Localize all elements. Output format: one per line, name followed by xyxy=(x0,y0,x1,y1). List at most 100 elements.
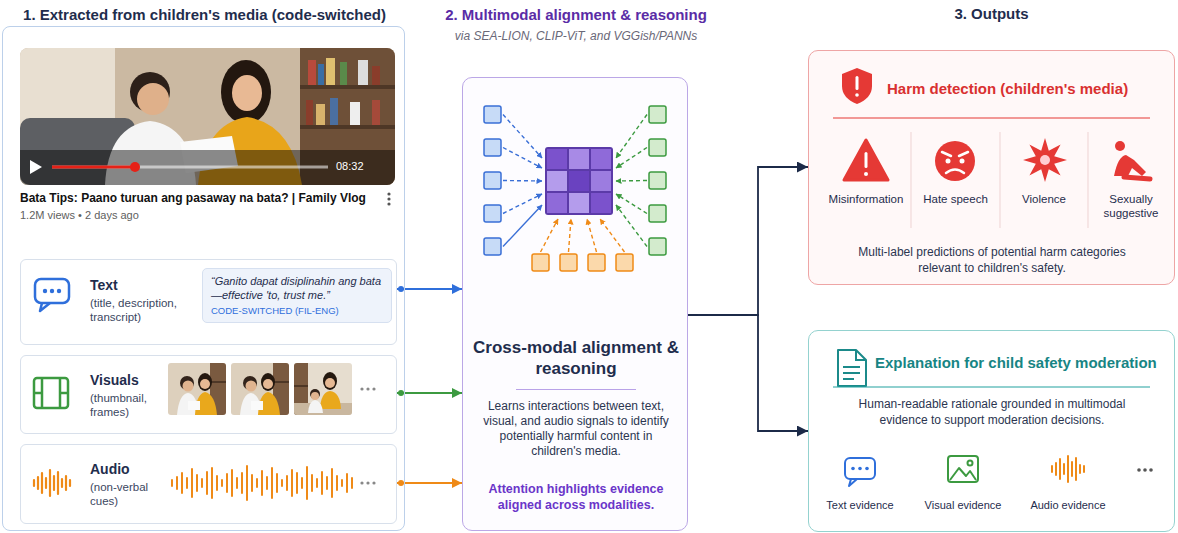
video-thumbnail xyxy=(306,100,313,125)
attention-arrow xyxy=(503,148,542,169)
text-icon xyxy=(57,289,61,293)
person-icon xyxy=(1115,141,1125,151)
angry-face-icon xyxy=(946,159,951,164)
attention-grid xyxy=(591,171,611,191)
video-thumbnail xyxy=(308,60,316,85)
video-thumbnail xyxy=(20,48,395,185)
visual-evidence-icon xyxy=(968,461,973,466)
violence-icon xyxy=(1040,155,1050,165)
text-column: Cross-modal alignment & reasoningLearns … xyxy=(473,337,679,513)
menu-dots xyxy=(387,197,390,200)
violence-icon xyxy=(1023,138,1067,182)
attention-arrow xyxy=(503,115,542,247)
text-icon xyxy=(43,289,47,293)
title-rule xyxy=(833,117,1150,118)
audio-waveform xyxy=(172,466,352,500)
input-tokens xyxy=(532,254,633,271)
row-caption: (non-verbal cues) xyxy=(90,480,170,508)
input-tokens xyxy=(484,106,501,255)
video-thumbnail xyxy=(300,125,395,129)
video-thumbnail xyxy=(221,60,271,124)
modality-row: Visuals(thumbnail, frames) xyxy=(20,355,397,434)
box-description: Learns interactions between text, visual… xyxy=(473,399,679,459)
text-icon xyxy=(35,279,69,311)
angry-face-icon xyxy=(946,170,964,174)
document-icon xyxy=(843,367,860,379)
document-icon xyxy=(838,350,866,386)
category-label: Violence xyxy=(1000,192,1088,206)
connector-dot xyxy=(398,390,404,396)
video-thumbnail xyxy=(340,62,347,85)
menu-dots xyxy=(387,202,390,205)
text-evidence-icon xyxy=(865,467,869,471)
attention-arrow xyxy=(616,148,647,169)
section-heading: 2. Multimodal alignment & reasoning xyxy=(421,6,731,25)
document-icon xyxy=(838,350,866,386)
connector-dot xyxy=(398,286,404,292)
visual-evidence-icon xyxy=(950,468,976,480)
column-divider xyxy=(1000,132,1001,228)
video-thumbnail xyxy=(20,48,395,185)
column-divider xyxy=(1088,132,1089,228)
video-thumbnail xyxy=(52,166,135,169)
ellipsis-dots xyxy=(1137,468,1141,472)
ellipsis-dots xyxy=(1143,468,1147,472)
attention-grid xyxy=(569,149,589,169)
attention-arrow xyxy=(616,115,647,159)
attention-arrow xyxy=(503,180,542,182)
menu-dots xyxy=(387,192,390,195)
input-tokens xyxy=(484,139,501,156)
attention-grid xyxy=(545,147,613,215)
ellipsis-dots xyxy=(372,387,375,390)
title-rule xyxy=(833,386,1150,387)
menu-dots xyxy=(387,192,390,205)
person-icon xyxy=(1124,177,1150,179)
connector-arrow xyxy=(397,392,462,394)
visuals-icon xyxy=(34,378,68,408)
language-tag: CODE-SWITCHED (FIL-ENG) xyxy=(211,305,383,316)
attention-arrow xyxy=(569,219,572,252)
input-tokens xyxy=(649,106,666,255)
text-evidence-icon xyxy=(851,467,855,471)
video-thumbnail xyxy=(316,104,325,125)
video-frames xyxy=(231,363,289,415)
warning-icon xyxy=(844,140,888,180)
visuals-icon xyxy=(34,392,42,395)
person-icon xyxy=(1114,155,1146,176)
category-label: Sexually suggestive xyxy=(1090,192,1172,220)
text-icon xyxy=(35,279,69,303)
video-title: Bata Tips: Paano turuan ang pasaway na b… xyxy=(20,191,382,206)
modality-row: Audio(non-verbal cues) xyxy=(20,444,397,524)
input-tokens xyxy=(649,205,666,222)
attention-grid xyxy=(545,147,613,215)
attention-grid xyxy=(591,149,611,169)
document-icon xyxy=(856,350,866,360)
angry-face-icon xyxy=(935,141,975,181)
modality-row: Text(title, description, transcript)“Gan… xyxy=(20,259,397,345)
angry-face-icon xyxy=(942,152,968,156)
shield-icon xyxy=(855,93,859,97)
video-thumbnail xyxy=(326,58,335,85)
divider-line xyxy=(516,389,636,390)
shield-icon xyxy=(842,68,872,104)
column-divider xyxy=(911,132,1088,228)
box-note: Attention highlights evidence aligned ac… xyxy=(473,481,679,513)
video-thumbnail xyxy=(137,83,169,115)
visual-evidence-icon xyxy=(948,456,978,482)
attention-arrow xyxy=(616,180,647,182)
attention-arrow xyxy=(503,205,542,247)
category-label: Hate speech xyxy=(911,192,1000,206)
video-thumbnail xyxy=(232,75,262,111)
input-tokens xyxy=(532,254,549,271)
input-tokens xyxy=(484,238,501,255)
input-tokens xyxy=(484,205,501,222)
panel-tint xyxy=(808,50,1175,285)
video-thumbnail xyxy=(350,102,360,125)
warning-icon xyxy=(844,140,888,180)
connector-dot xyxy=(398,480,404,486)
evidence-label: Visual evidence xyxy=(913,498,1013,512)
video-thumbnail xyxy=(330,98,338,125)
attention-grid xyxy=(547,193,567,213)
video-thumbnail xyxy=(20,150,395,185)
